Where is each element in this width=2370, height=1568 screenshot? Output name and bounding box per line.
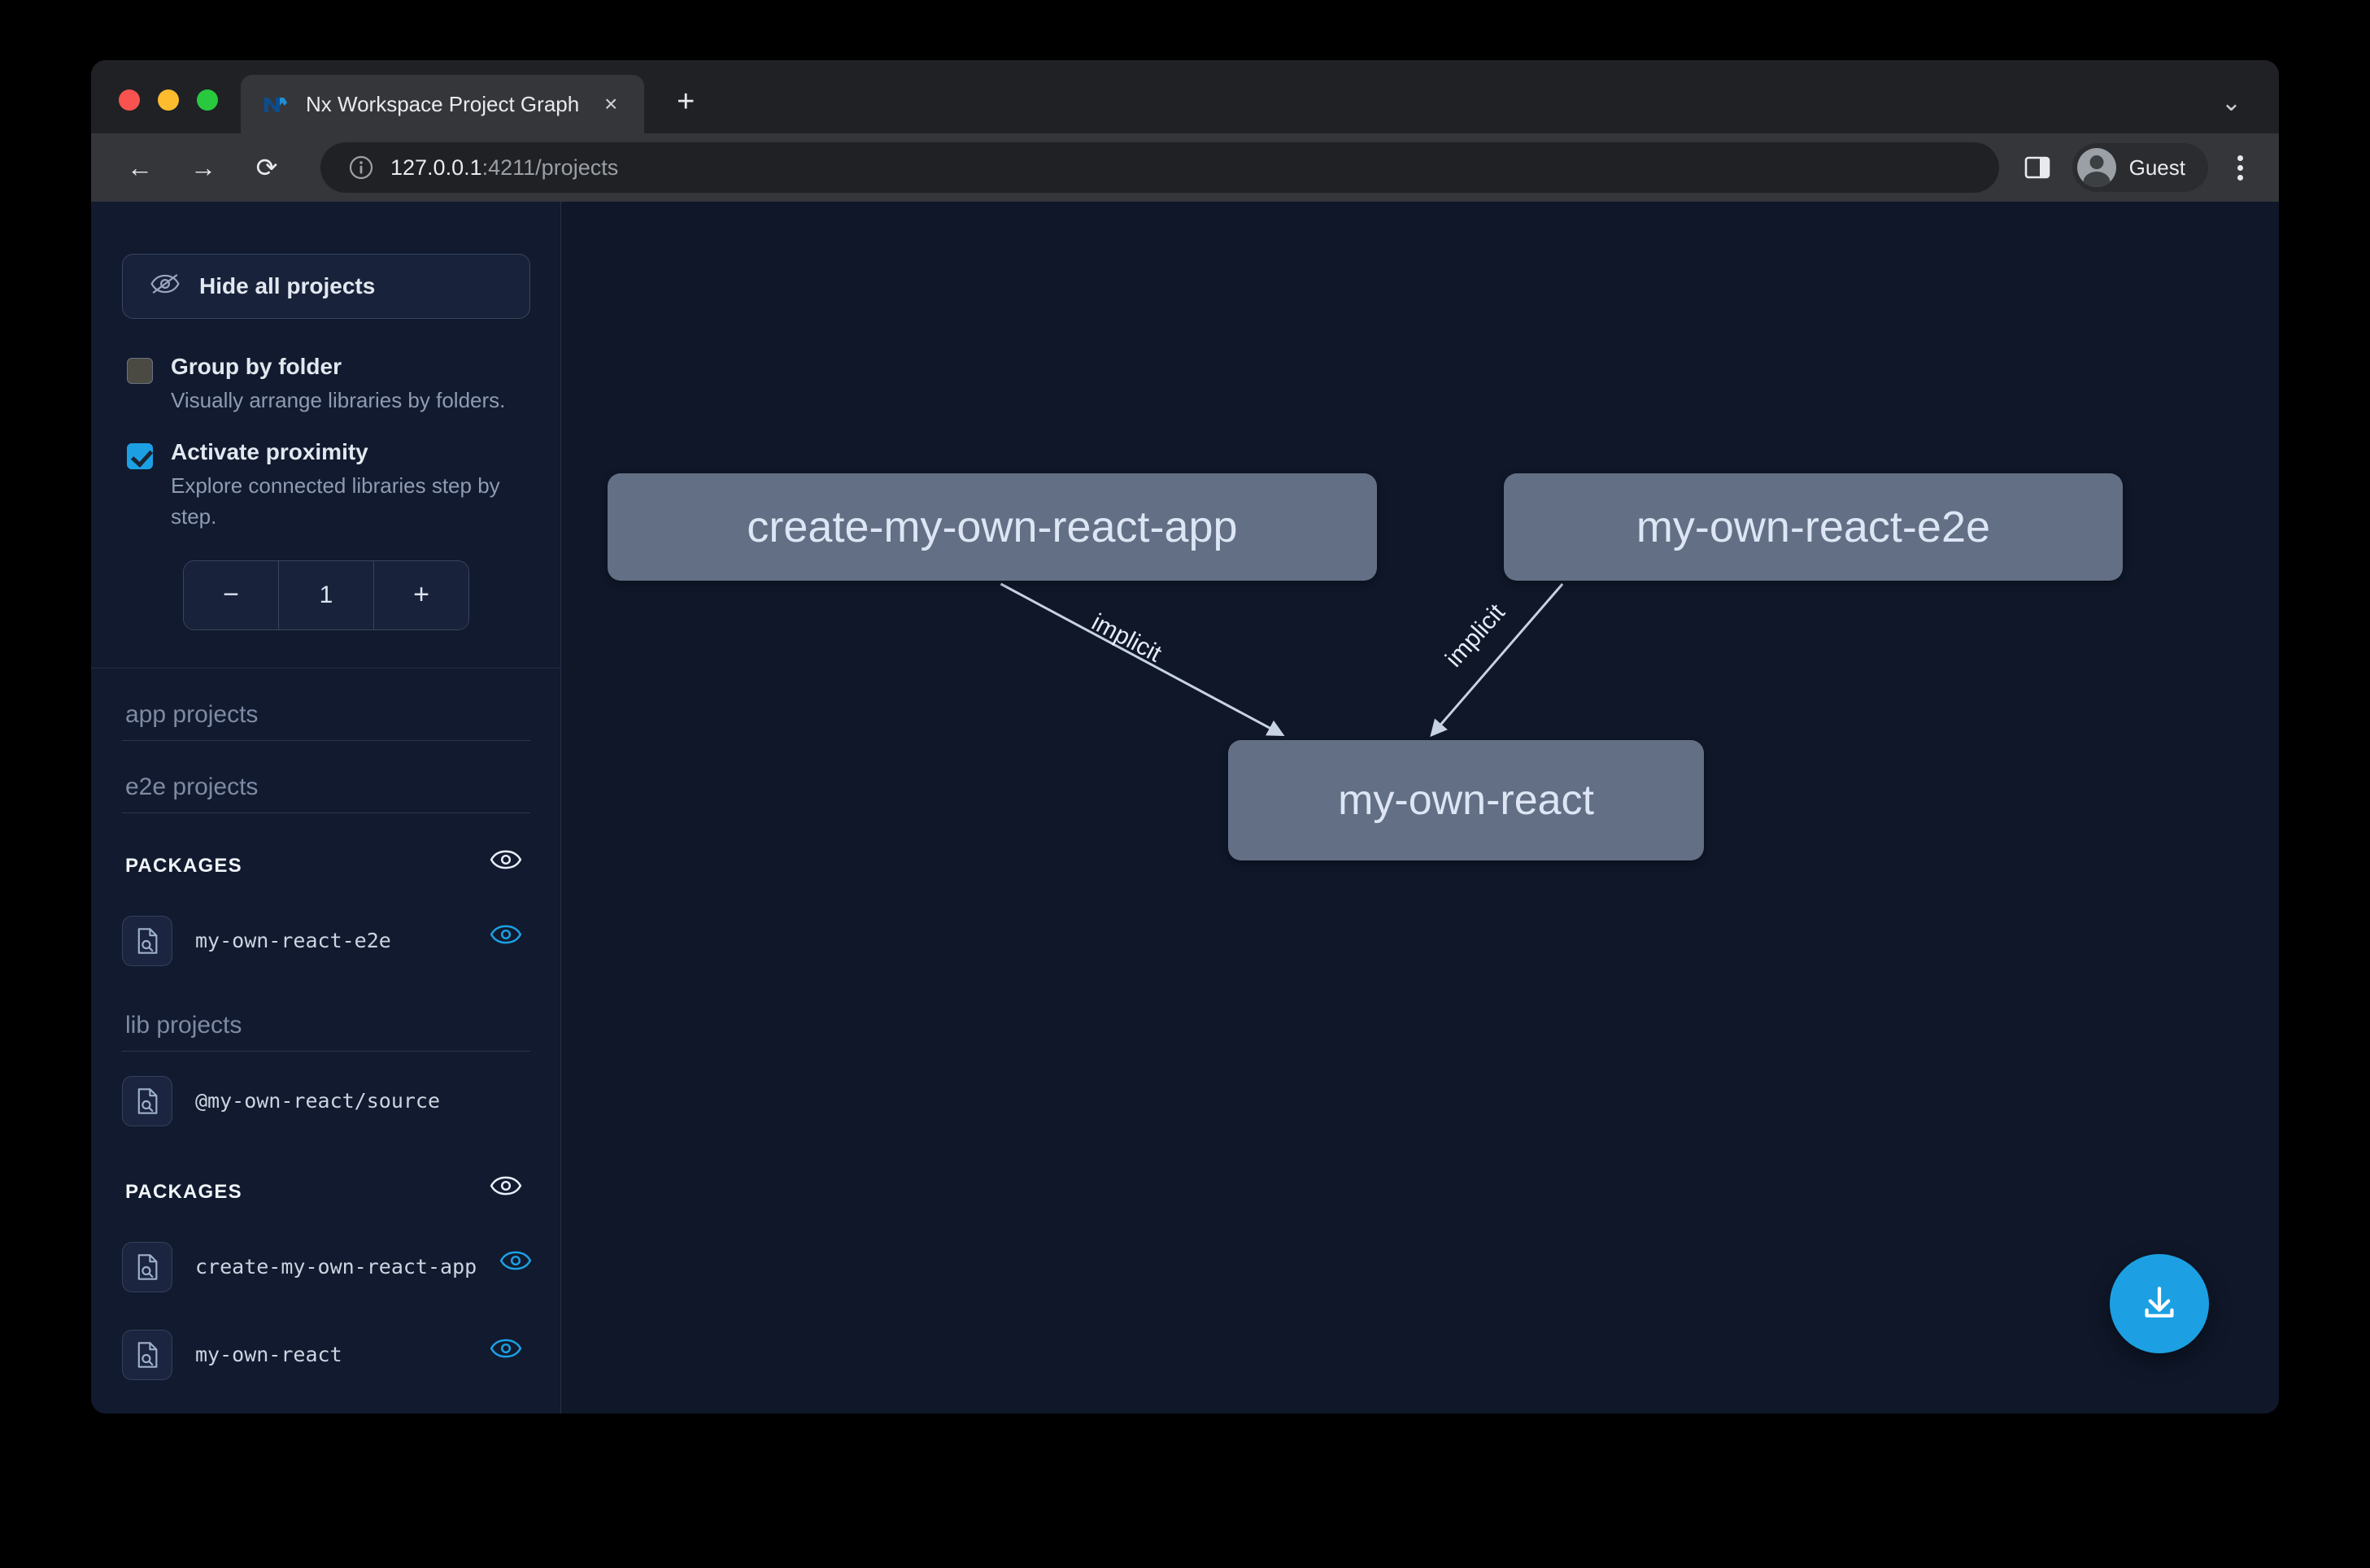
new-tab-button[interactable]: + [665,81,706,122]
section-header: lib projects [122,979,530,1052]
toolbar-right: Guest [2024,143,2251,192]
project-list-item[interactable]: my-own-react [122,1317,530,1393]
sidebar-content: Hide all projects Group by folder Visual… [91,202,561,1393]
hide-all-projects-button[interactable]: Hide all projects [122,254,530,319]
close-tab-icon[interactable]: × [595,89,626,120]
activate-proximity-description: Explore connected libraries step by step… [171,471,530,532]
forward-button[interactable]: → [179,143,228,192]
url-path: :4211/projects [482,155,619,180]
hide-all-projects-label: Hide all projects [199,273,375,299]
toggle-project-visibility-icon[interactable] [490,924,524,958]
minimize-window-button[interactable] [158,89,179,111]
url-host: 127.0.0.1 [390,155,482,180]
project-name: create-my-own-react-app [195,1255,477,1278]
proximity-value: 1 [278,561,374,629]
graph-edge-label: implicit [1087,609,1166,668]
maximize-window-button[interactable] [197,89,218,111]
project-name: my-own-react-e2e [195,929,467,952]
graph-edge-label: implicit [1440,599,1510,673]
toggle-project-visibility-icon[interactable] [490,1338,524,1372]
eye-placeholder [490,1084,524,1118]
proximity-stepper[interactable]: − 1 + [183,560,469,630]
chevron-down-icon[interactable]: ⌄ [2221,91,2241,115]
browser-window: Nx Workspace Project Graph × + ⌄ ← → ⟳ 1… [91,60,2279,1413]
app-body: Hide all projects Group by folder Visual… [91,202,2279,1413]
side-panel-icon[interactable] [2024,154,2051,181]
window-controls [91,89,241,133]
proximity-increment-button[interactable]: + [374,561,468,629]
graph-node[interactable]: create-my-own-react-app [608,473,1377,581]
activate-proximity-label: Activate proximity [171,437,530,468]
reload-button[interactable]: ⟳ [242,143,291,192]
project-sections: app projectse2e projectsPACKAGES my-own-… [122,669,530,1393]
project-graph-canvas[interactable]: implicit implicit create-my-own-react-app… [561,202,2279,1413]
project-file-icon [122,1242,172,1292]
section-header: e2e projects [122,741,530,813]
toggle-packages-visibility-icon[interactable] [490,1175,524,1209]
packages-header: PACKAGES [122,813,530,891]
project-list-item[interactable]: my-own-react-e2e [122,903,530,979]
browser-toolbar: ← → ⟳ 127.0.0.1:4211/projects [91,133,2279,202]
browser-tab[interactable]: Nx Workspace Project Graph × [241,75,644,133]
profile-name: Guest [2129,155,2185,181]
download-icon [2137,1279,2182,1329]
activate-proximity-option[interactable]: Activate proximity Explore connected lib… [122,416,530,532]
back-button[interactable]: ← [115,143,164,192]
tab-strip: Nx Workspace Project Graph × + ⌄ [91,60,2279,133]
group-by-folder-label: Group by folder [171,351,505,382]
address-bar[interactable]: 127.0.0.1:4211/projects [320,142,1999,193]
project-name: @my-own-react/source [195,1089,467,1113]
project-list-item[interactable]: @my-own-react/source [122,1063,530,1139]
toggle-packages-visibility-icon[interactable] [490,849,524,883]
graph-node[interactable]: my-own-react [1228,740,1705,860]
download-graph-button[interactable] [2110,1254,2209,1353]
project-file-icon [122,916,172,966]
group-by-folder-checkbox[interactable] [127,358,153,384]
group-by-folder-option[interactable]: Group by folder Visually arrange librari… [122,340,530,416]
more-menu-icon[interactable] [2229,149,2251,187]
packages-label: PACKAGES [125,1181,242,1204]
project-file-icon [122,1076,172,1126]
tab-title: Nx Workspace Project Graph [306,92,579,117]
avatar [2077,148,2116,187]
project-file-icon [122,1330,172,1380]
proximity-decrement-button[interactable]: − [184,561,278,629]
sidebar[interactable]: Hide all projects Group by folder Visual… [91,202,561,1413]
site-info-icon[interactable] [348,155,374,181]
section-header: app projects [122,669,530,741]
packages-label: PACKAGES [125,855,242,878]
eye-off-icon [150,273,180,300]
nx-logo-icon [262,90,290,118]
project-name: my-own-react [195,1343,467,1366]
packages-header: PACKAGES [122,1139,530,1217]
url-text: 127.0.0.1:4211/projects [390,155,618,181]
project-list-item[interactable]: create-my-own-react-app [122,1229,530,1305]
profile-chip[interactable]: Guest [2072,143,2208,192]
graph-node[interactable]: my-own-react-e2e [1504,473,2123,581]
activate-proximity-checkbox[interactable] [127,443,153,469]
toggle-project-visibility-icon[interactable] [499,1250,534,1284]
close-window-button[interactable] [119,89,140,111]
group-by-folder-description: Visually arrange libraries by folders. [171,385,505,416]
